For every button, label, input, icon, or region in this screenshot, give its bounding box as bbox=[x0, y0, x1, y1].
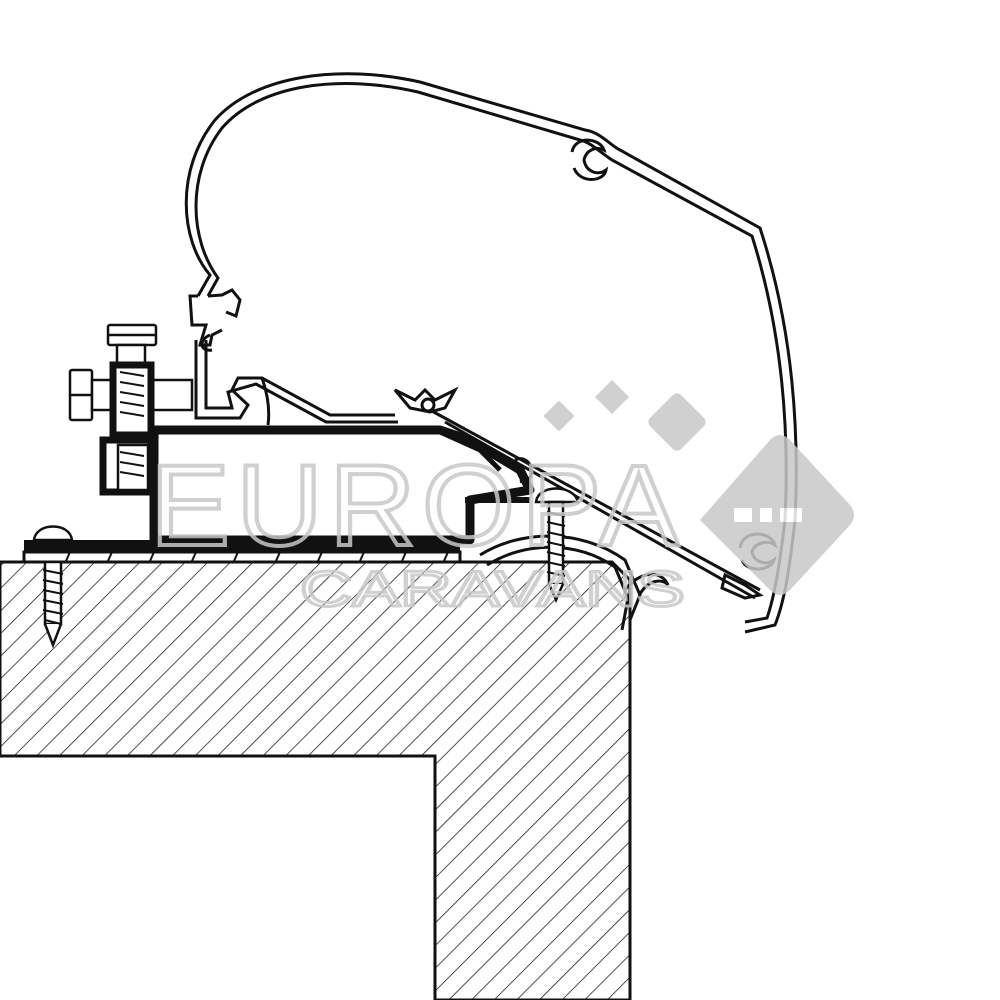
right-screw bbox=[534, 487, 580, 604]
watermark-line1: EUROPA bbox=[150, 442, 685, 570]
upper-rail bbox=[194, 340, 761, 600]
watermark-line2: CARAVANS bbox=[300, 561, 685, 617]
watermark-logo: EUROPA CARAVANS bbox=[148, 380, 854, 619]
left-screw bbox=[32, 525, 74, 649]
watermark-icon bbox=[543, 380, 854, 595]
roof-wall-section bbox=[0, 560, 632, 1000]
bolt-assembly bbox=[68, 323, 194, 496]
